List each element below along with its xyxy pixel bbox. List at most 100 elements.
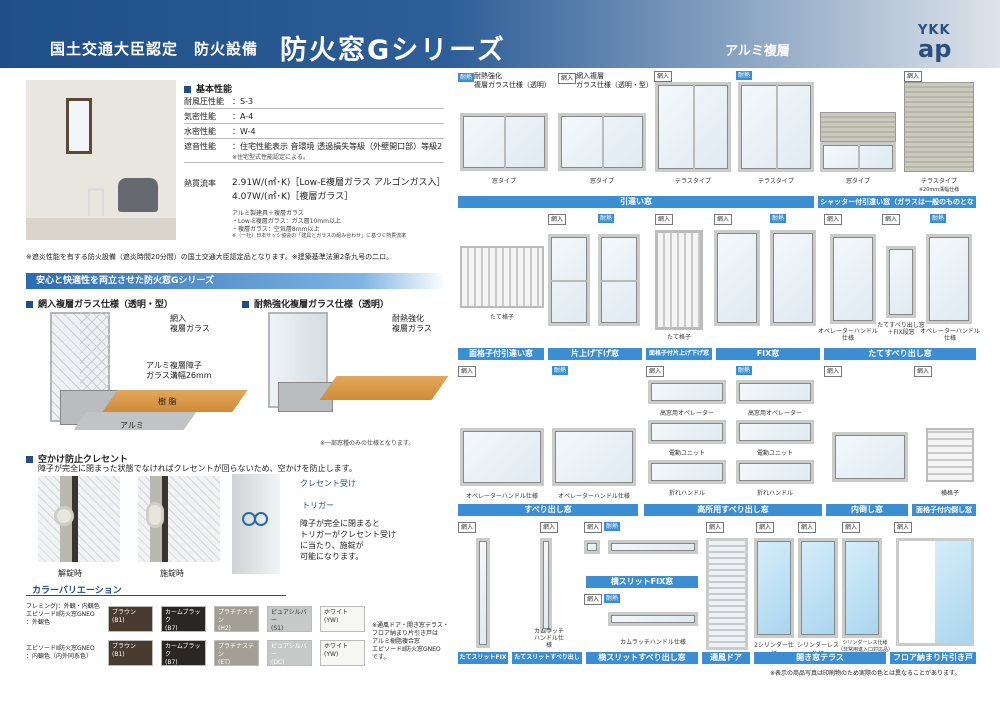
header-banner (0, 0, 1000, 68)
page-subtitle: アルミ複層 (725, 44, 790, 59)
color-swatch: プラチナステン(ET) (214, 640, 259, 666)
swatch-code: (B7) (165, 659, 178, 666)
tag-wire: 網入 (458, 366, 477, 377)
tag-wire: 網入 (654, 71, 673, 82)
window-single-hung (598, 234, 640, 326)
tag-wire: 網入 (458, 522, 477, 533)
swatch-code: (ET) (218, 659, 231, 666)
tag-wire: 網入 (584, 522, 603, 533)
swatch-name: カームブラック (165, 609, 201, 624)
door-terrace (842, 538, 882, 638)
band-shutter-sliding: シャッター付引違い窓（ガラスは一般のものとなります。） (818, 196, 976, 218)
caption: 高窓用オペレーター (659, 410, 714, 417)
caption: シリンダーレス仕様 （非常用進入口対応品） (838, 640, 894, 653)
band-floor-sliding-door: フロア納まり片引き戸 (890, 652, 976, 664)
tag-heat: 耐熱 (930, 214, 947, 223)
color-swatch: カームブラック(B7) (161, 606, 206, 632)
tag-heat: 耐熱 (736, 366, 753, 375)
window-hopper (832, 432, 908, 482)
top-title-heat: 耐熱強化 複層ガラス仕様（透明） (474, 72, 551, 89)
swatch-name: ピュアシルバー (271, 609, 307, 624)
page-title: 防火窓Gシリーズ (280, 35, 506, 66)
window-horizontal-slit-fix (608, 540, 698, 554)
window-casement-fix (886, 246, 916, 318)
window-vertical-slit-awning (540, 538, 552, 632)
color-swatch: ブラウン(B1) (108, 606, 153, 632)
band-hopper: 内倒し窓 (826, 504, 908, 516)
band-sliding-window: 引違い窓 (458, 196, 814, 208)
swatch-code: (YW) (324, 617, 339, 624)
tag-wire: 網入 (824, 214, 843, 225)
window-high-awning (736, 420, 814, 444)
window-terrace (738, 82, 814, 172)
crescent-photo-unlock (38, 476, 120, 562)
tag-heat: 耐熱 (598, 214, 615, 223)
caption: テラスタイプ (921, 178, 957, 185)
band-horizontal-slit-awning: 横スリットすべり出し窓 (586, 652, 698, 664)
color-swatch: プラチナステン(H2) (214, 606, 259, 632)
band-vertical-slit-fix: たてスリットFIX窓 (458, 652, 508, 673)
caption: テラスタイプ (758, 178, 794, 185)
color-swatch: ホワイト(YW) (320, 640, 365, 666)
color-swatch: ブラウン(B1) (108, 640, 153, 666)
window-vertical-slit-fix (476, 538, 490, 648)
photo-armchair (118, 178, 158, 212)
window-sliding-window (460, 113, 548, 171)
window-small-fix (584, 540, 600, 554)
tag-heat: 耐熱 (770, 214, 787, 223)
thermal-value-1: 2.91W/(㎡･K)［Low-E複層ガラス アルゴンガス入］ (232, 178, 446, 188)
tag-wire: 網入 (714, 214, 733, 225)
swatch-name: プラチナステン (218, 643, 255, 658)
tag-wire: 網入 (558, 73, 577, 84)
logo-top: YKK (918, 23, 951, 38)
window-awning (460, 428, 544, 486)
band-ventilation-door: 通風ドア (702, 652, 750, 664)
tag-heat: 耐熱 (736, 71, 753, 80)
caption: 窓タイプ (589, 178, 614, 185)
photo-window (66, 98, 92, 154)
window-high-awning (648, 380, 726, 404)
window-grille-hopper (926, 428, 974, 482)
caption: 電動ユニット (756, 450, 793, 457)
caption: 折れハンドル (756, 490, 793, 497)
label-aluminum: アルミ (120, 421, 144, 430)
logo-bottom: ap (918, 35, 952, 63)
band-terrace: 開き窓テラス (754, 652, 886, 664)
tag-wire: 網入 (540, 522, 559, 533)
thermal-note: ・複層ガラス：空気層8mm以上 (232, 226, 320, 233)
caption-unlock: 解錠時 (58, 569, 82, 578)
window-fix (714, 230, 760, 326)
door-sliding-floor (896, 538, 974, 646)
interior-photo (26, 80, 176, 240)
tag-wire: 網入 (914, 366, 933, 377)
caption: カムラッチハンドル仕様 (620, 639, 686, 646)
tag-wire: 網入 (904, 71, 923, 82)
performance-heading: 基本性能 (184, 82, 232, 95)
swatch-code: (B1) (112, 617, 125, 624)
perf-row: 耐風圧性能：S-3 (184, 94, 444, 109)
perf-row: 水密性能：W-4 (184, 124, 444, 139)
crescent-desc: 障子が完全に閉まった状態でなければクレセントが回らないため、空かけを防止します。 (38, 464, 357, 473)
color-row2-label: エピソードⅡ防火窓GNEO ：内観色（内外同系色） (26, 645, 95, 660)
caption: 窓タイプ (491, 178, 516, 185)
label-crescent-receiver: クレセント受け (300, 479, 356, 488)
tag-heat: 耐熱 (458, 73, 475, 82)
window-high-awning (648, 460, 726, 484)
tag-wire: 網入 (882, 214, 901, 225)
tag-heat: 耐熱 (552, 366, 569, 375)
label-trigger: トリガー (302, 501, 334, 510)
window-casement (926, 234, 972, 324)
band-single-hung: 片上げ下げ窓 (548, 348, 642, 360)
top-note: ※20mm溝幅仕様 (918, 187, 960, 193)
tag-wire: 網入 (548, 214, 567, 225)
tag-heat: 耐熱 (604, 594, 621, 603)
wire-glass-title: 網入複層ガラス仕様（透明・型） (26, 297, 173, 310)
band-horizontal-slit-fix: 横スリットFIX窓 (586, 576, 698, 588)
caption: 折れハンドル (668, 490, 705, 497)
caption: 窓タイプ (845, 178, 870, 185)
color-title: カラーバリエーション (32, 586, 122, 596)
thermal-note: ・Low-E複層ガラス：ガス層10mm以上 (232, 218, 341, 225)
tag-wire: 網入 (756, 522, 775, 533)
color-swatch: ピュアシルバー(DC) (267, 640, 312, 666)
tag-wire: 網入 (842, 522, 861, 533)
